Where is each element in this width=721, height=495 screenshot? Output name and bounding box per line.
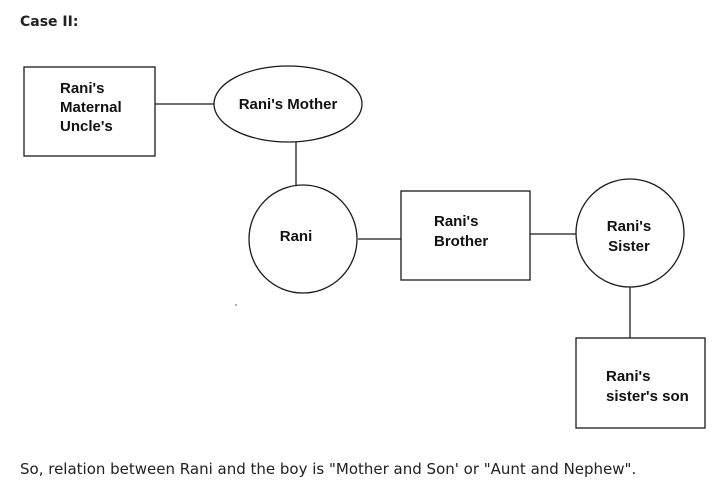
node-rani-sister: Rani's Sister	[575, 178, 685, 288]
node-rani-mother: Rani's Mother	[213, 65, 363, 143]
node-maternal-uncle-line-1: Rani's	[60, 80, 104, 97]
case-heading: Case II:	[20, 14, 79, 30]
node-rani-sister-line-1: Rani's	[607, 218, 651, 235]
node-rani-brother-line-2: Brother	[434, 233, 488, 250]
conclusion-text: So, relation between Rani and the boy is…	[20, 460, 637, 478]
stray-dot	[235, 304, 237, 306]
node-maternal-uncle-line-3: Uncle's	[60, 118, 113, 135]
node-rani-mother-label: Rani's Mother	[239, 96, 338, 113]
node-rani-brother-line-1: Rani's	[434, 213, 478, 230]
node-sister-son-line-1: Rani's	[606, 368, 650, 385]
node-sister-son-line-2: sister's son	[606, 388, 689, 405]
node-rani-sister-line-2: Sister	[608, 238, 650, 255]
node-rani: Rani	[248, 184, 358, 294]
node-rani-label: Rani	[280, 228, 313, 245]
node-maternal-uncle-line-2: Maternal	[60, 99, 122, 116]
node-maternal-uncle: Rani's Maternal Uncle's	[23, 66, 156, 157]
node-sister-son: Rani's sister's son	[575, 337, 706, 429]
family-tree-diagram: Rani's Maternal Uncle's Rani's Mother Ra…	[23, 65, 706, 429]
node-rani-brother: Rani's Brother	[400, 190, 531, 281]
